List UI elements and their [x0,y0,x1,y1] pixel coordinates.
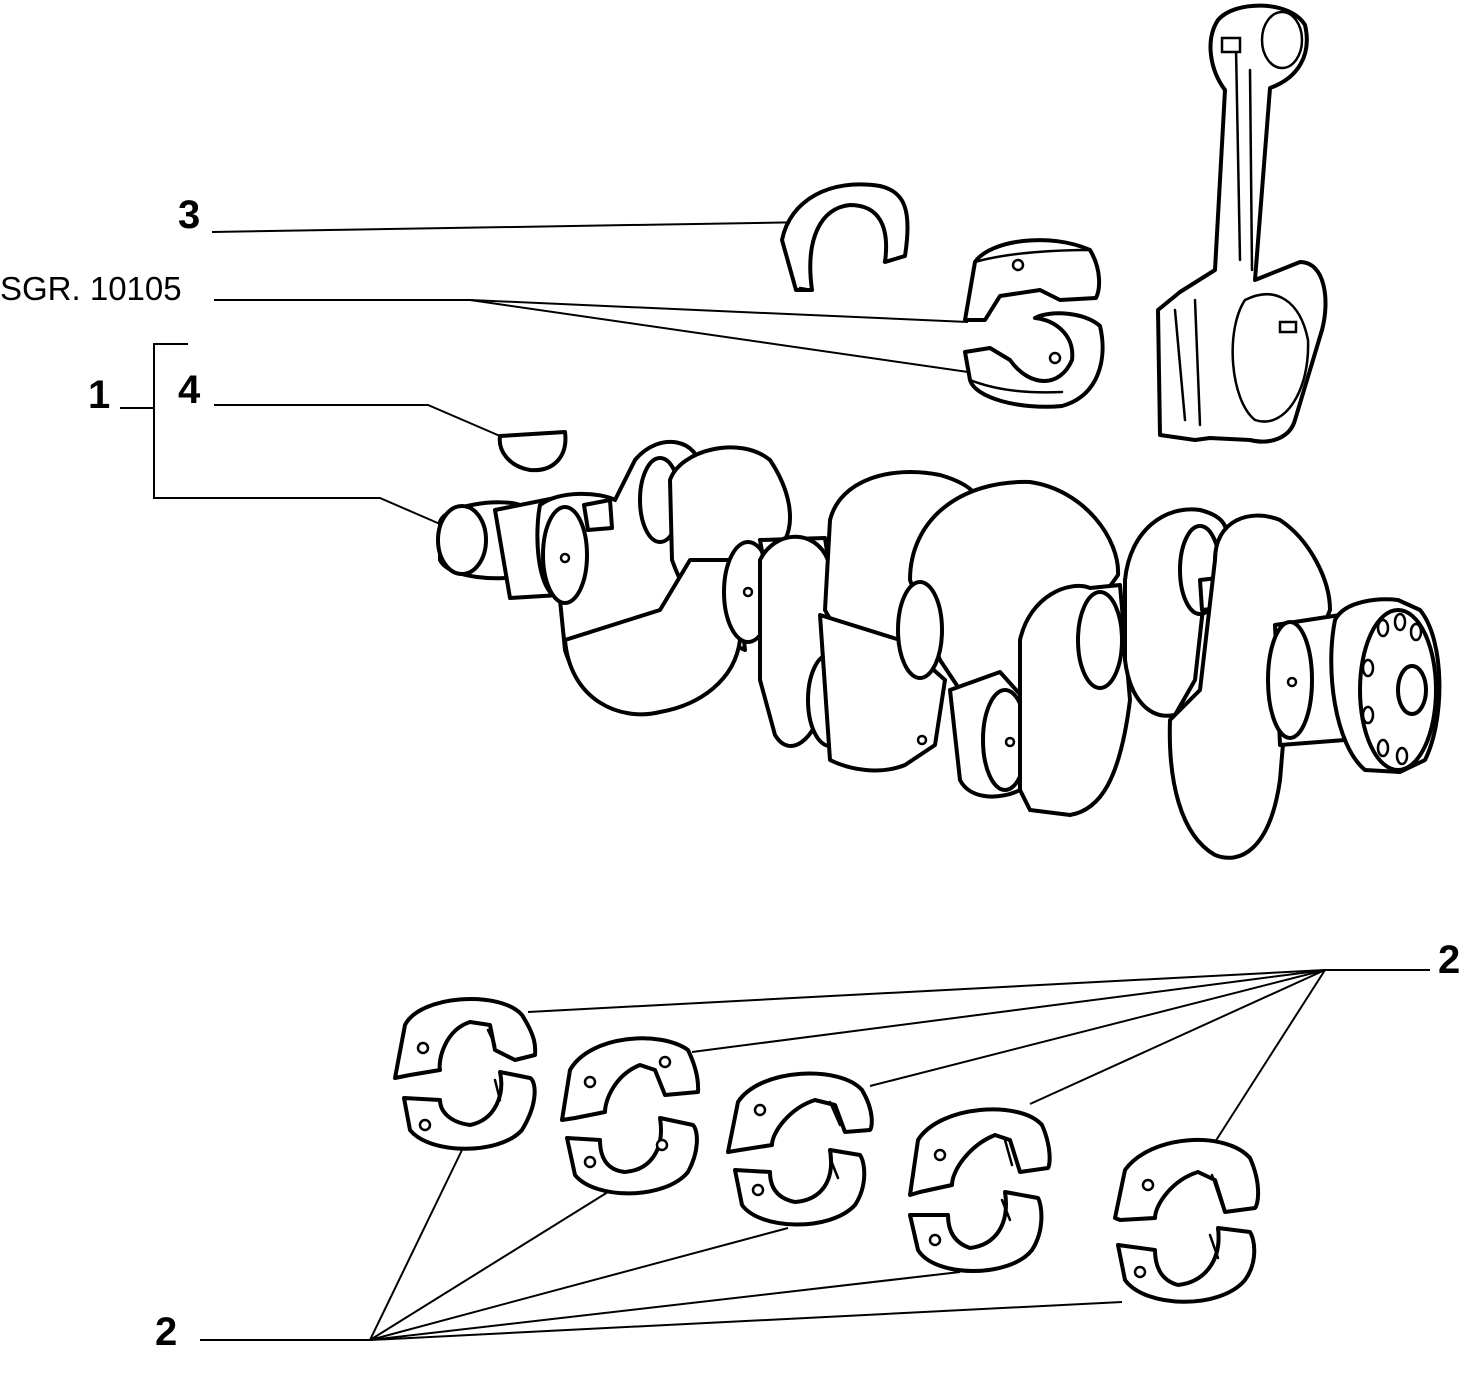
leader-sgr-lower [469,299,969,373]
fan-b2 [369,1191,609,1341]
callout-1: 1 [88,373,111,417]
main-bearing-4 [908,1107,1052,1273]
fan-r2 [691,969,1326,1053]
leader-sgr-upper [469,299,969,323]
fan-r1 [527,969,1326,1013]
main-bearing-3 [726,1071,874,1227]
fan-r4 [1029,969,1326,1105]
fan-b3 [369,1227,789,1341]
fan-b4 [369,1271,961,1341]
leader-4 [214,404,501,437]
fan-r3 [869,969,1326,1087]
callout-sgr-reference: SGR. 10105 [0,270,182,307]
callout-2-bottom: 2 [155,1310,178,1354]
callout-2-right: 2 [1438,938,1461,982]
fan-r5 [1214,969,1326,1143]
rod-bearing-lower [963,311,1105,409]
main-bearing-1 [393,997,538,1151]
callout-3: 3 [178,193,201,237]
leader-lines [120,221,1430,1341]
connecting-rod [1156,3,1328,444]
woodruff-key [497,430,568,473]
rod-bearing-upper [963,238,1102,322]
callout-4: 4 [178,368,201,412]
main-bearing-5 [1113,1138,1261,1304]
fan-b5 [369,1301,1123,1341]
fan-b1 [369,1149,463,1341]
bracket-1 [153,343,441,525]
thrust-washer [780,182,910,292]
main-bearing-2 [560,1036,701,1196]
leader-3 [211,221,813,233]
crankshaft [436,440,1442,860]
